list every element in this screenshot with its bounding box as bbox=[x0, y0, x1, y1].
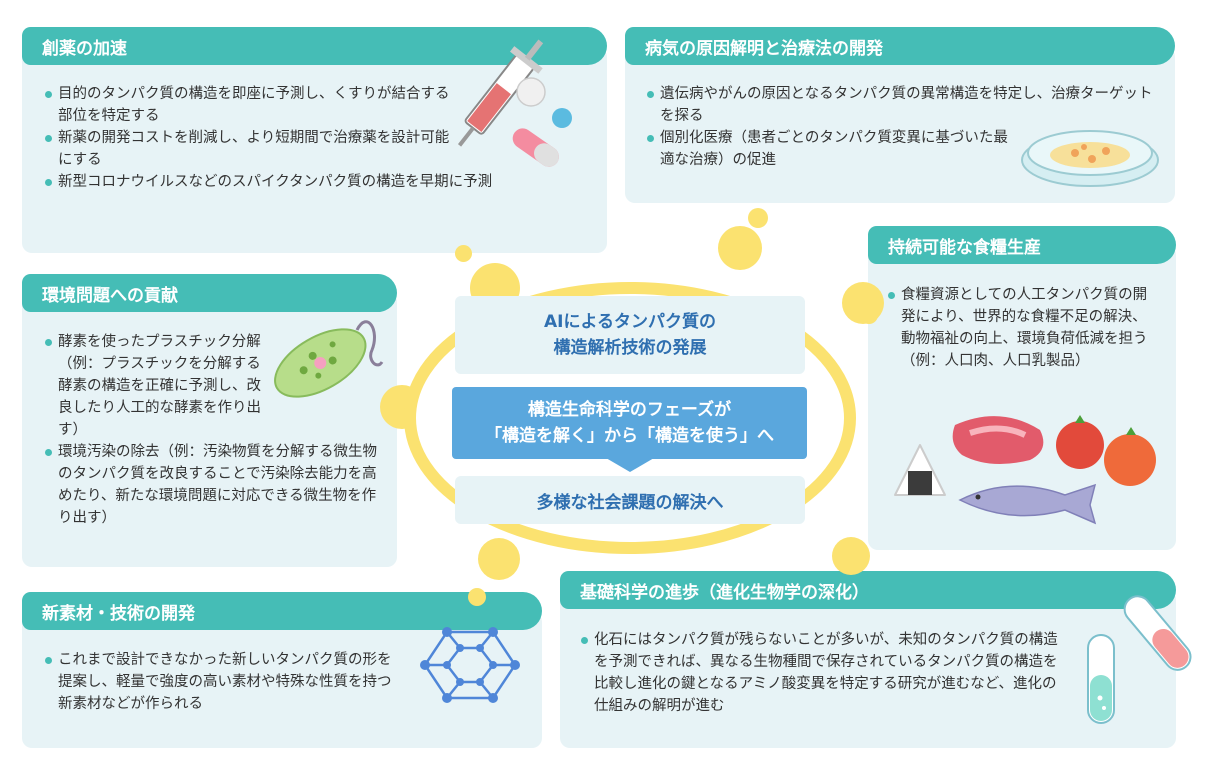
list-item: 酵素を使ったプラスチック分解（例：プラスチックを分解する酵素の構造を正確に予測し… bbox=[44, 331, 268, 441]
card-drug-title: 創薬の加速 bbox=[22, 27, 607, 65]
center-middle-box: 構造生命科学のフェーズが 「構造を解く」から「構造を使う」へ bbox=[452, 387, 807, 459]
bubble bbox=[832, 537, 870, 575]
card-material-body: これまで設計できなかった新しいタンパク質の形を提案し、軽量で強度の高い素材や特殊… bbox=[44, 649, 394, 715]
bubble bbox=[718, 226, 762, 270]
list-item: これまで設計できなかった新しいタンパク質の形を提案し、軽量で強度の高い素材や特殊… bbox=[44, 649, 394, 715]
microbe-icon bbox=[274, 320, 384, 398]
card-food-body: 食糧資源としての人工タンパク質の開発により、世界的な食糧不足の解決、動物福祉の向… bbox=[887, 284, 1157, 372]
center-top-box: AIによるタンパク質の 構造解析技術の発展 bbox=[455, 296, 805, 374]
test-tube-icon bbox=[1087, 595, 1192, 724]
list-item: 新型コロナウイルスなどのスパイクタンパク質の構造を早期に予測 bbox=[44, 171, 598, 193]
bubble bbox=[748, 208, 768, 228]
center-middle-text: 構造生命科学のフェーズが 「構造を解く」から「構造を使う」へ bbox=[485, 400, 774, 446]
list-item: 個別化医療（患者ごとのタンパク質変異に基づいた最適な治療）の促進 bbox=[646, 127, 1015, 171]
bubble bbox=[478, 538, 520, 580]
center-bottom-text: 多様な社会課題の解決へ bbox=[536, 492, 724, 513]
petri-dish-icon bbox=[1021, 130, 1159, 187]
list-item: 遺伝病やがんの原因となるタンパク質の異常構造を特定し、治療ターゲットを探る bbox=[646, 83, 1161, 127]
card-disease-title: 病気の原因解明と治療法の開発 bbox=[625, 27, 1175, 65]
list-item: 食糧資源としての人工タンパク質の開発により、世界的な食糧不足の解決、動物福祉の向… bbox=[887, 284, 1157, 372]
card-material bbox=[22, 612, 542, 748]
card-disease-body: 遺伝病やがんの原因となるタンパク質の異常構造を特定し、治療ターゲットを探る 個別… bbox=[646, 83, 1161, 171]
card-food-title: 持続可能な食糧生産 bbox=[868, 226, 1176, 264]
molecule-icon bbox=[420, 627, 520, 703]
card-science-title: 基礎科学の進歩（進化生物学の深化） bbox=[560, 571, 1176, 609]
syringe-icon bbox=[457, 39, 572, 167]
card-environment-title: 環境問題への貢献 bbox=[22, 274, 397, 312]
food-icon bbox=[894, 415, 1156, 525]
list-item: 目的のタンパク質の構造を即座に予測し、くすりが結合する部位を特定する bbox=[44, 83, 454, 127]
card-environment-body: 酵素を使ったプラスチック分解（例：プラスチックを分解する酵素の構造を正確に予測し… bbox=[44, 331, 384, 529]
center-top-text: AIによるタンパク質の 構造解析技術の発展 bbox=[544, 312, 716, 358]
card-material-title: 新素材・技術の開発 bbox=[22, 592, 542, 630]
bubble bbox=[860, 306, 878, 324]
list-item: 新薬の開発コストを削減し、より短期間で治療薬を設計可能にする bbox=[44, 127, 454, 171]
card-drug-body: 目的のタンパク質の構造を即座に予測し、くすりが結合する部位を特定する 新薬の開発… bbox=[44, 83, 492, 193]
center-bottom-box: 多様な社会課題の解決へ bbox=[455, 476, 805, 524]
list-item: 化石にはタンパク質が残らないことが多いが、未知のタンパク質の構造を予測できれば、… bbox=[580, 629, 1070, 717]
card-science bbox=[560, 590, 1176, 748]
list-item: 環境汚染の除去（例：汚染物質を分解する微生物のタンパク質を改良することで汚染除去… bbox=[44, 441, 384, 529]
bubble bbox=[455, 245, 472, 262]
card-science-body: 化石にはタンパク質が残らないことが多いが、未知のタンパク質の構造を予測できれば、… bbox=[580, 629, 1070, 717]
down-arrow-icon bbox=[606, 458, 654, 472]
bubble bbox=[468, 588, 486, 606]
